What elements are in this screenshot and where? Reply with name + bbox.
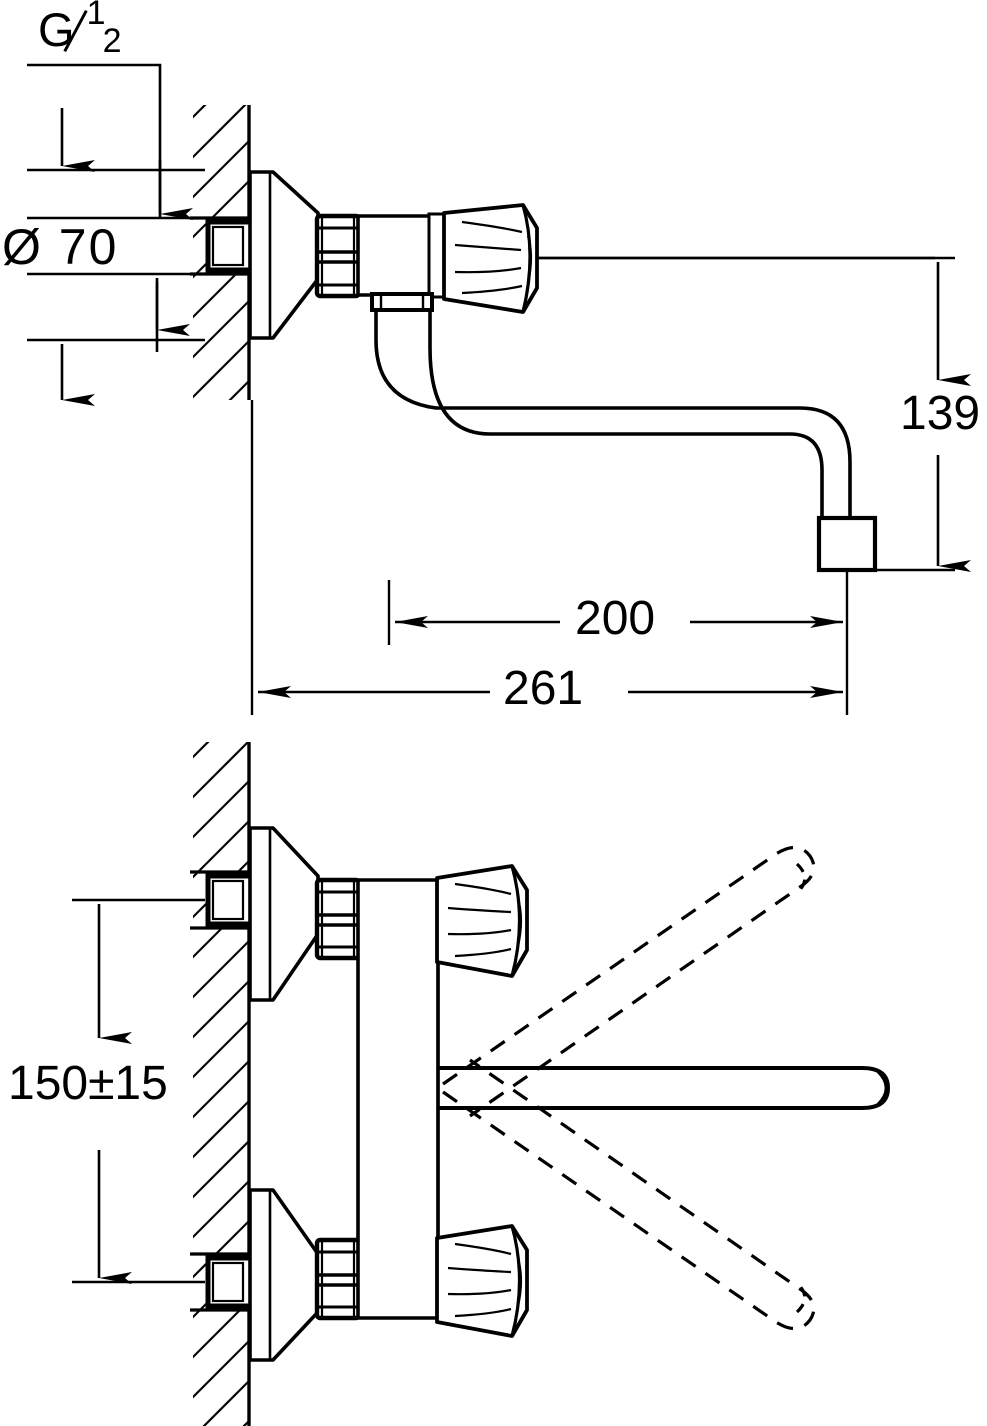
label-diameter-70: Ø 70 (2, 219, 119, 275)
dimension-261 (250, 400, 849, 715)
hex-nut-top (314, 213, 362, 299)
hex-nut-upper (314, 877, 362, 961)
aerator-top (816, 515, 878, 573)
side-elevation-view (27, 63, 971, 715)
front-elevation-view (72, 742, 891, 1426)
handle-upper (435, 864, 529, 978)
wall-inlet-connector-upper (190, 870, 255, 930)
hex-nut-lower (314, 1237, 362, 1321)
label-projection-261: 261 (503, 662, 584, 715)
spout-top (374, 308, 852, 522)
dimension-g-half (27, 63, 193, 220)
dimension-150-plusminus-15 (72, 898, 205, 1284)
escutcheon-lower (248, 1188, 320, 1362)
label-center-distance-150: 150±15 (8, 1057, 168, 1110)
swivel-spout-down-dashed (442, 1058, 816, 1331)
escutcheon-upper (248, 826, 320, 1002)
thread-prefix: G (38, 3, 75, 56)
swivel-spout-up-dashed (442, 845, 816, 1118)
wall-inlet-connector-top (190, 216, 255, 276)
spout-collar-top (370, 292, 434, 312)
dimension-diameter-70 (27, 108, 205, 406)
escutcheon-top (248, 170, 320, 340)
handle-lower (435, 1224, 529, 1338)
dimension-139 (537, 256, 971, 572)
wall-hatching-top (193, 105, 250, 400)
label-height-139: 139 (900, 387, 981, 440)
dimension-200 (387, 570, 849, 645)
swivel-spout-center (438, 1066, 891, 1110)
mixer-body-bottom (356, 878, 440, 1320)
mixer-body-top (356, 212, 447, 299)
thread-numerator: 1 (86, 0, 106, 32)
label-projection-200: 200 (575, 592, 656, 645)
thread-denominator: 2 (102, 22, 122, 60)
